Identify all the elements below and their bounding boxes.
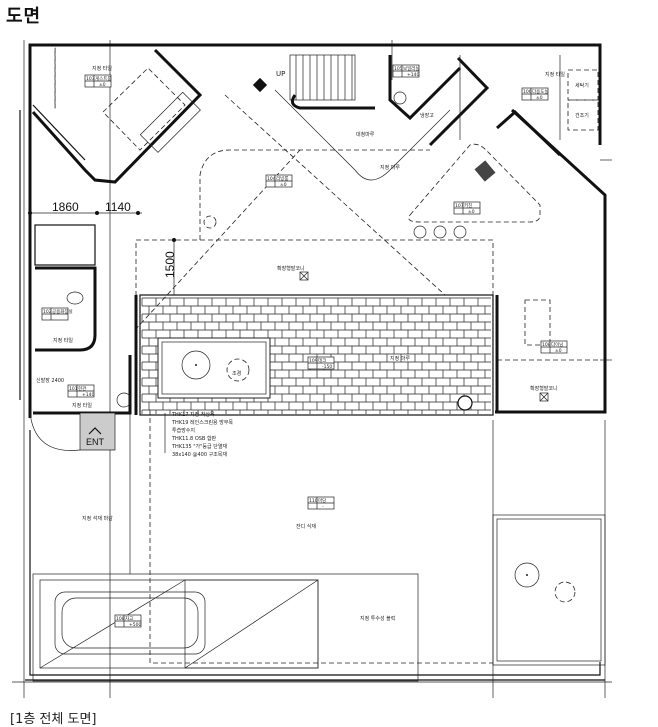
room-level: ±0 [280, 182, 287, 188]
dimension-lines: 1860 1140 1500 [28, 200, 177, 295]
wall-section-notes: THK17 지정 착상목 THK19 레인스크린용 방부목 투습방수지 THK1… [164, 411, 233, 458]
room-name: 리빙룸 [276, 175, 288, 182]
annotations: 확장형발코니 확장형발코니 대청마루 냉장고 세탁기 건조기 지정 타일 지정 … [36, 65, 589, 622]
wall-note: 38x140 @400 구조목재 [172, 451, 227, 458]
fridge-label: 냉장고 [420, 112, 434, 119]
dimension-1140: 1140 [105, 200, 131, 214]
room-no: 109 [309, 358, 318, 364]
bathroom-entrance [29, 224, 132, 451]
permeable-block-label: 지정 투수성 블럭 [360, 615, 395, 622]
room-level: ±0 [468, 209, 475, 215]
exterior-walls [19, 43, 607, 681]
room-name: 키친 [464, 202, 472, 209]
room-name: 다용도실 [532, 88, 549, 95]
entrance-label: ENT [86, 437, 105, 447]
room-name: 차고 [125, 615, 133, 622]
utility-kitchen [388, 55, 599, 239]
room-no: 101 [69, 386, 78, 392]
wall-note: THK17 지정 착상목 [171, 411, 215, 418]
stair-up-label: UP [276, 70, 285, 78]
dryer-label: 건조기 [575, 112, 589, 119]
balcony-label-2: 확장형발코니 [530, 385, 558, 392]
room-level: +140 [82, 392, 94, 398]
balcony-label: 확장형발코니 [277, 265, 305, 272]
wall-note: THK135 "가"등급 단열재 [171, 443, 227, 450]
tree-label: 조경 [232, 370, 241, 377]
guest-tile-label: 지정 타일 [92, 65, 112, 72]
room-name: 데크 [318, 357, 326, 364]
stair: UP [252, 54, 375, 110]
room-name: 현관 [78, 385, 86, 392]
room-no: 108 [116, 616, 125, 622]
room-level: -150 [322, 364, 332, 370]
dimension-1500: 1500 [163, 251, 177, 278]
room-no: 106 [523, 89, 532, 95]
utility-tile-label: 지정 타일 [545, 71, 565, 78]
room-no: 105 [394, 66, 403, 72]
wall-note: 투습방수지 [172, 427, 195, 434]
room-name: 다이닝 [551, 341, 563, 348]
room-level: ±0 [555, 348, 562, 354]
deck-floor-label: 지정 마루 [390, 355, 410, 362]
room-level: +140 [407, 72, 419, 78]
dining-area [495, 295, 600, 412]
dimension-1860: 1860 [52, 200, 79, 214]
guest-room-walls [31, 47, 203, 184]
room-no: 102 [43, 309, 52, 315]
room-no: 107 [455, 203, 464, 209]
entry-tile-label: 지정 타일 [72, 402, 92, 409]
wall-note: THK11.8 OSB 합판 [171, 435, 217, 442]
room-level: ±0 [536, 95, 543, 101]
room-no: 108 [542, 342, 551, 348]
balcony [135, 239, 494, 296]
deck [134, 294, 494, 416]
yard-garage [32, 410, 606, 682]
daecheong-label: 대청마루 [356, 131, 375, 138]
room-no: 104 [267, 176, 276, 182]
washer-label: 세탁기 [575, 82, 589, 89]
stone-finish-label: 지정 석재 마감 [82, 515, 113, 522]
bath-tile-label: 지정 타일 [53, 337, 73, 344]
room-level: - [322, 505, 324, 510]
living-floor-label: 지정 마루 [380, 164, 400, 171]
room-no: 103 [86, 76, 95, 82]
page-title: 도면 [6, 6, 42, 27]
room-name: 공용화장실 [52, 308, 73, 315]
room-level: +500 [129, 622, 141, 628]
room-name: 게스트룸 [95, 75, 112, 82]
lawn-label: 잔디 식재 [296, 523, 316, 530]
room-name: 보일러실 [403, 65, 420, 72]
figure-caption: [1층 전체 도면] [10, 712, 97, 727]
room-level: ±0 [99, 82, 106, 88]
room-no: 110 [309, 498, 318, 504]
living-room-lines [134, 89, 451, 331]
shoebox-label: 신발장 2400 [36, 377, 64, 384]
wall-note: THK19 레인스크린용 방부목 [171, 419, 233, 426]
room-name: 마당 [318, 497, 326, 504]
